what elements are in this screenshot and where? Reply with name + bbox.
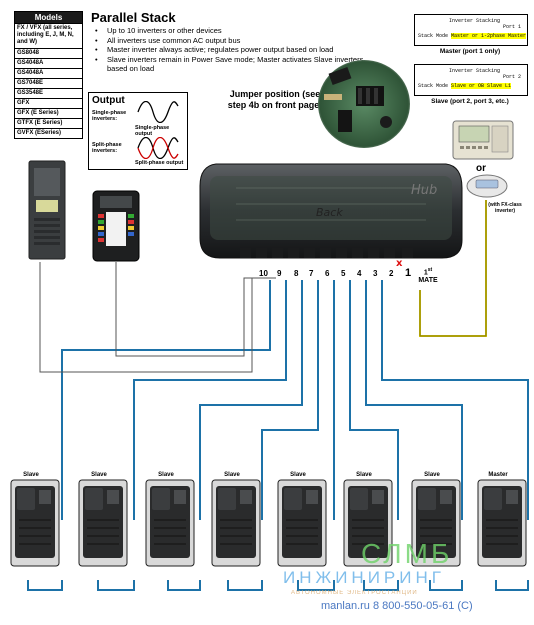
models-header: Models [15,12,82,23]
master-screen-mode-value: Master or 1-2phase Master [451,33,527,39]
hub-logo: Back [316,206,343,219]
port-number: 9 [277,269,282,278]
model-row: GS4048A [15,58,82,68]
inverter-cables [27,280,529,591]
mate-remote-icon [466,174,508,198]
hub-device: Hub Back x [199,163,463,268]
slave-stacking-screen: Inverter Stacking Port 2 Stack Mode Slav… [414,64,528,96]
watermark-contact: manlan.ru 8 800-550-05-61 (C) [321,600,473,612]
charge-controller-icon [28,160,66,260]
model-row: GTFX (E Series) [15,118,82,128]
port-number: 6 [325,269,330,278]
port-number: 10 [259,269,268,278]
diagram-title: Parallel Stack [91,10,176,25]
feature-list: Up to 10 inverters or other devices All … [91,26,377,74]
inverter-role-label: Slave [290,472,306,478]
watermark-company: ИНЖИНИРИНГ [283,568,445,587]
master-screen-mode-label: Stack Mode [418,33,449,39]
slave-screen-title: Inverter Stacking [449,68,501,74]
model-row: GS3548E [15,88,82,98]
models-table: Models FX / VFX (all series, including E… [14,11,83,139]
split-phase-wave-icon [137,137,179,159]
master-stacking-screen: Inverter Stacking Port 1 Stack Mode Mast… [414,14,528,46]
slave-screen-mode-label: Stack Mode [418,83,449,89]
output-legend: Output Single-phase inverters: Single-ph… [88,92,188,170]
feature-item: All inverters use common AC output bus [95,36,377,46]
watermark-logo: СЛМБ [361,538,453,569]
watermark: СЛМБ ИНЖИНИРИНГ АВТОНОМНЫЕ ЭЛЕКТРОСТАНЦИ… [283,538,523,618]
master-screen-caption: Master (port 1 only) [439,48,501,55]
hub-brand: Hub [411,183,437,198]
feature-item: Slave inverters remain in Power Save mod… [95,55,377,74]
model-row: GVFX (ESeries) [15,128,82,138]
feature-item: Up to 10 inverters or other devices [95,26,377,36]
inverter-role-label: Slave [91,472,107,478]
port-number: 3 [373,269,378,278]
master-screen-title: Inverter Stacking [449,18,501,24]
single-phase-wave-icon [137,101,179,123]
inverter-role-label: Slave [424,472,440,478]
feature-item: Master inverter always active; regulates… [95,45,377,55]
output-title: Output [92,95,125,106]
svg-text:x: x [396,258,403,268]
model-row: GS8048 [15,48,82,58]
jumper-photo [318,60,410,148]
mate-port-word: MATE [418,277,438,285]
port-number: 5 [341,269,346,278]
battery-monitor-icon [92,190,140,262]
fx-note: (with FX-class inverter) [488,202,522,214]
port-number: 7 [309,269,314,278]
slave-screen-port: Port 2 [503,74,522,80]
mate3-device-icon [452,120,514,160]
model-row: GS7048E [15,78,82,88]
inverter-unit [145,479,195,567]
inverter-unit [10,479,60,567]
inverter-role-label: Master [488,472,508,478]
inverter-role-label: Slave [356,472,372,478]
split-phase-label: Split-phase inverters: [92,142,122,154]
model-row: GFX (E Series) [15,108,82,118]
slave-screen-mode-value: Slave or OB Slave L1 [451,83,512,89]
inverter-unit [211,479,261,567]
split-phase-caption: Split-phase output [135,160,184,166]
model-row: FX / VFX (all series, including E, J, M,… [15,23,82,48]
or-label: or [476,163,486,174]
inverter-unit [78,479,128,567]
inverter-role-label: Slave [224,472,240,478]
mate-port-sup: st [427,267,433,273]
port-number: 2 [389,269,394,278]
jumper-note: Jumper position (see step 4b on front pa… [227,89,323,110]
model-row: GS4048A [15,68,82,78]
model-row: GFX [15,98,82,108]
inverter-role-label: Slave [23,472,39,478]
port-number: 4 [357,269,362,278]
watermark-tagline: АВТОНОМНЫЕ ЭЛЕКТРОСТАНЦИИ [291,590,418,596]
mate-port-number: 1 [423,269,428,277]
slave-screen-caption: Slave (port 2, port 3, etc.) [431,98,509,105]
port-number: 8 [294,269,299,278]
single-phase-caption: Single-phase output [135,125,170,137]
single-phase-label: Single-phase inverters: [92,110,127,122]
inverter-role-label: Slave [158,472,174,478]
mate-cable [419,200,487,337]
port-number: 1 [405,267,412,279]
master-screen-port: Port 1 [503,24,522,30]
